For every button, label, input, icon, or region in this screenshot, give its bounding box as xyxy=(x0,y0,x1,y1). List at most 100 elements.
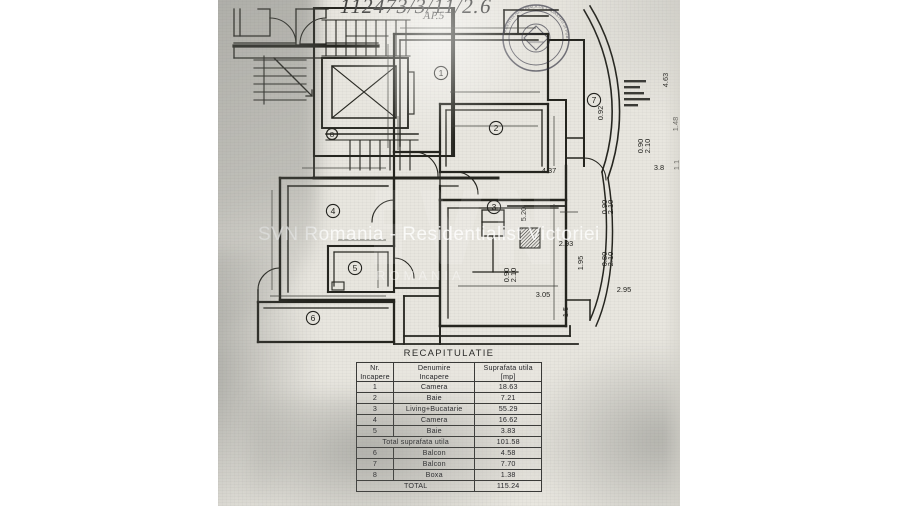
svg-text:8: 8 xyxy=(330,130,334,139)
scanned-paper-sheet: 1 2 3 4 5 6 7 8 54.633.052.921.482.550.9… xyxy=(218,0,680,506)
recap-header-area: Suprafata utila[mp] xyxy=(474,362,542,382)
dimension-label: 1.48 xyxy=(671,117,680,131)
recap-cell-area: 7.70 xyxy=(474,458,542,470)
stair-treads-upper xyxy=(321,19,411,57)
recap-cell-nr: 2 xyxy=(356,392,394,404)
recap-cell-name: Camera xyxy=(392,381,476,393)
recap-cell-name: Baie xyxy=(392,392,476,404)
dimension-label: 2.93 xyxy=(559,239,573,248)
room-5-baie-walls xyxy=(326,244,396,294)
door-arc-room4 xyxy=(371,199,395,223)
dimension-label: 4.63 xyxy=(661,73,670,87)
recap-header-nr: Nr.Incapere xyxy=(356,362,394,382)
stair-treads-lower xyxy=(325,139,419,171)
recap-cell-area: 4.58 xyxy=(474,447,542,459)
recap-cell-name: Living+Bucatarie xyxy=(392,403,476,415)
room-2-baie-walls xyxy=(438,102,550,174)
dimension-label: 2.10 xyxy=(643,139,652,153)
hallway-walls xyxy=(392,150,442,202)
recap-cell-name: Balcon xyxy=(392,458,476,470)
recap-cell-nr: 1 xyxy=(356,381,394,393)
recap-cell-name: Camera xyxy=(392,414,476,426)
dimension-label: 2.10 xyxy=(509,268,518,282)
recap-cell-area: 1.38 xyxy=(474,469,542,481)
recap-cell-name: Baie xyxy=(392,425,476,437)
dimension-label: 1.5 xyxy=(561,307,570,317)
recap-cell-nr: 8 xyxy=(356,469,394,481)
svg-text:1: 1 xyxy=(439,68,444,78)
recap-cell-name: Balcon xyxy=(392,447,476,459)
dimension-label: 0.90 xyxy=(502,268,511,282)
dimension-label: 2.10 xyxy=(606,252,615,266)
dimension-label: 0.90 xyxy=(600,200,609,214)
door-arc-room6 xyxy=(257,267,281,291)
recap-cell-name: Boxa xyxy=(392,469,476,481)
svg-text:7: 7 xyxy=(592,95,597,105)
svg-text:6: 6 xyxy=(311,313,316,323)
door-arc-room2 xyxy=(455,171,479,195)
recap-subtotal-area: 101.58 xyxy=(474,436,542,448)
recap-cell-area: 3.83 xyxy=(474,425,542,437)
dimension-label: 2.95 xyxy=(617,285,631,294)
dimension-label: 2.10 xyxy=(606,200,615,214)
svg-text:4: 4 xyxy=(331,206,336,216)
facade-curve-right xyxy=(582,4,621,180)
recap-cell-area: 7.21 xyxy=(474,392,542,404)
dimension-label: 3.8 xyxy=(654,163,664,172)
recap-cell-nr: 5 xyxy=(356,425,394,437)
fixture-room5 xyxy=(331,281,345,291)
interior-column-element xyxy=(472,209,519,273)
balcony-door-block xyxy=(565,137,585,159)
dimension-labels: 54.633.052.921.482.550.920.902.100.902.1… xyxy=(502,73,680,317)
kitchen-hatched-block xyxy=(519,227,541,249)
door-arc-room1 xyxy=(413,151,439,177)
recap-title: RECAPITULATIE xyxy=(403,348,495,359)
recap-cell-nr: 7 xyxy=(356,458,394,470)
stair-direction-arrow xyxy=(273,57,313,97)
marker-circle-8 xyxy=(325,127,339,141)
dimension-label: 4.37 xyxy=(542,166,556,175)
recap-total-area: 115.24 xyxy=(474,480,542,492)
dimension-label: 3.05 xyxy=(536,290,550,299)
door-arc-room5 xyxy=(393,257,415,279)
lower-terrace xyxy=(393,287,579,345)
dimension-label: 1.95 xyxy=(576,256,585,270)
recap-cell-area: 18.63 xyxy=(474,381,542,393)
recap-cell-area: 55.29 xyxy=(474,403,542,415)
room-3-living-walls xyxy=(438,164,568,328)
dimension-label: 0.90 xyxy=(636,139,645,153)
recap-cell-area: 16.62 xyxy=(474,414,542,426)
svg-text:2: 2 xyxy=(494,123,499,133)
recap-cell-nr: 4 xyxy=(356,414,394,426)
dimension-lines xyxy=(270,27,578,320)
svg-text:5: 5 xyxy=(353,263,358,273)
dimension-label: 1.1 xyxy=(672,160,680,170)
svg-text:3: 3 xyxy=(492,202,497,212)
door-swing-arcs-corridor xyxy=(269,17,327,45)
dimension-label: 5.20 xyxy=(519,207,528,221)
recap-total-label: TOTAL xyxy=(355,480,476,492)
handwritten-code: 112473/3/11/2.6 xyxy=(337,0,495,18)
recap-cell-nr: 3 xyxy=(356,403,394,415)
facade-bottom-right xyxy=(565,171,614,327)
dimension-label: 0.92 xyxy=(596,106,605,120)
right-margin-text-block xyxy=(624,80,650,107)
recap-cell-nr: 6 xyxy=(356,447,394,459)
handwritten-apartment: AP.5 xyxy=(421,10,446,22)
recap-subtotal-label: Total suprafata utila xyxy=(355,436,476,448)
